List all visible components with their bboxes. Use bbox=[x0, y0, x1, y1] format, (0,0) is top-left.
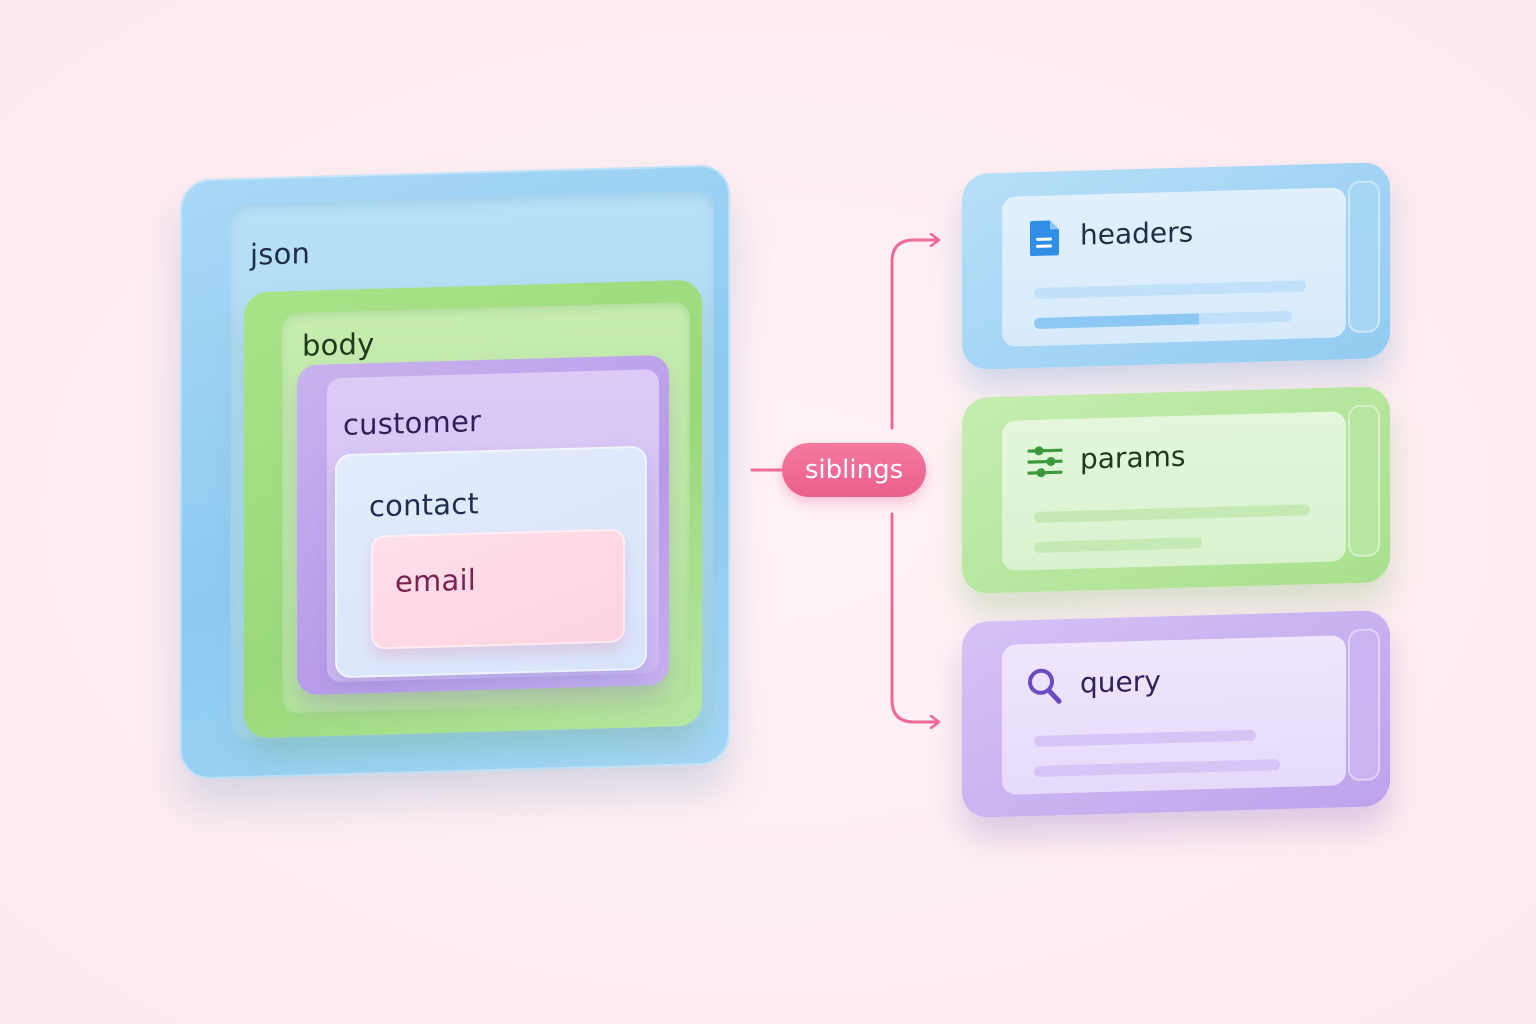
params-placeholder-line bbox=[1034, 537, 1202, 553]
email-label: email bbox=[395, 562, 476, 599]
headers-placeholder-line bbox=[1034, 310, 1292, 329]
params-label: params bbox=[1080, 439, 1186, 476]
query-placeholder-line bbox=[1034, 759, 1280, 777]
params-placeholder-line bbox=[1034, 504, 1310, 523]
json-label: json bbox=[250, 236, 311, 272]
sliders-icon bbox=[1027, 446, 1063, 478]
params-card-slot bbox=[1348, 404, 1380, 558]
email-container: email bbox=[371, 528, 625, 650]
query-placeholder-line bbox=[1034, 729, 1256, 747]
headers-card-face: headers bbox=[1002, 187, 1346, 347]
query-card: query bbox=[962, 610, 1390, 818]
query-label: query bbox=[1080, 664, 1161, 700]
document-icon bbox=[1030, 220, 1059, 257]
customer-label: customer bbox=[343, 404, 482, 442]
headers-placeholder-line bbox=[1034, 280, 1306, 299]
connector-branch-bottom bbox=[890, 512, 938, 722]
query-card-slot bbox=[1348, 628, 1380, 782]
search-icon bbox=[1028, 668, 1062, 704]
params-card-face: params bbox=[1002, 411, 1346, 571]
contact-label: contact bbox=[369, 486, 479, 524]
connector-branch-top bbox=[890, 240, 938, 430]
headers-label: headers bbox=[1080, 215, 1194, 252]
body-label: body bbox=[302, 326, 375, 363]
query-card-face: query bbox=[1002, 635, 1346, 795]
headers-card: headers bbox=[962, 162, 1390, 370]
params-card: params bbox=[962, 386, 1390, 594]
headers-card-slot bbox=[1348, 180, 1380, 334]
siblings-pill: siblings bbox=[782, 443, 926, 497]
